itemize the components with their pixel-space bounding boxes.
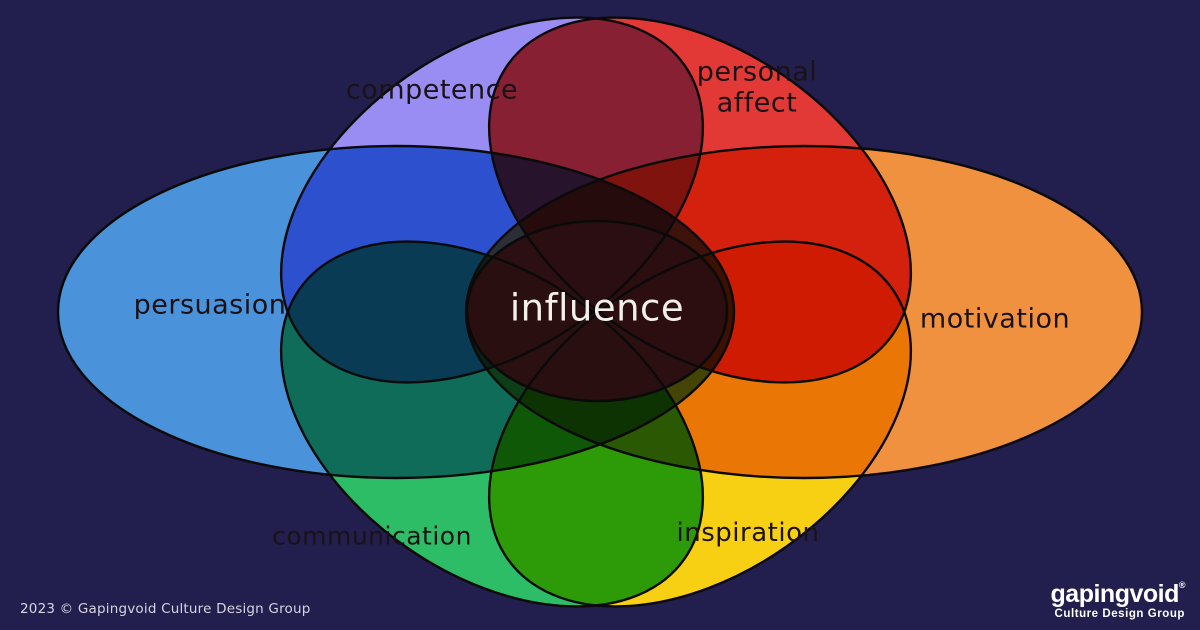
label-persuasion: persuasion bbox=[134, 290, 287, 321]
outline-inspiration bbox=[487, 240, 913, 608]
label-influence: influence bbox=[510, 287, 684, 330]
label-communication: communication bbox=[272, 522, 472, 551]
logo-tagline-text: Culture Design Group bbox=[1054, 607, 1185, 620]
outlines bbox=[56, 16, 1144, 608]
labels: competence personal affect persuasion mo… bbox=[134, 57, 1070, 551]
outline-persuasion bbox=[56, 144, 736, 480]
label-competence: competence bbox=[346, 75, 518, 106]
copyright-text: 2023 © Gapingvoid Culture Design Group bbox=[20, 601, 311, 617]
outline-personal-affect bbox=[487, 16, 913, 384]
outline-center bbox=[465, 219, 729, 403]
label-personal: personal bbox=[697, 57, 818, 88]
logo-brand: gapingvoid® bbox=[1050, 579, 1186, 608]
label-affect: affect bbox=[717, 88, 798, 119]
label-inspiration: inspiration bbox=[677, 518, 820, 548]
label-motivation: motivation bbox=[920, 304, 1070, 335]
outline-communication bbox=[279, 240, 705, 608]
logo-brand-text: gapingvoid bbox=[1050, 579, 1180, 608]
logo-registered-icon: ® bbox=[1178, 579, 1186, 590]
outline-competence bbox=[279, 16, 705, 384]
gapingvoid-logo: gapingvoid® Culture Design Group bbox=[1050, 579, 1186, 621]
